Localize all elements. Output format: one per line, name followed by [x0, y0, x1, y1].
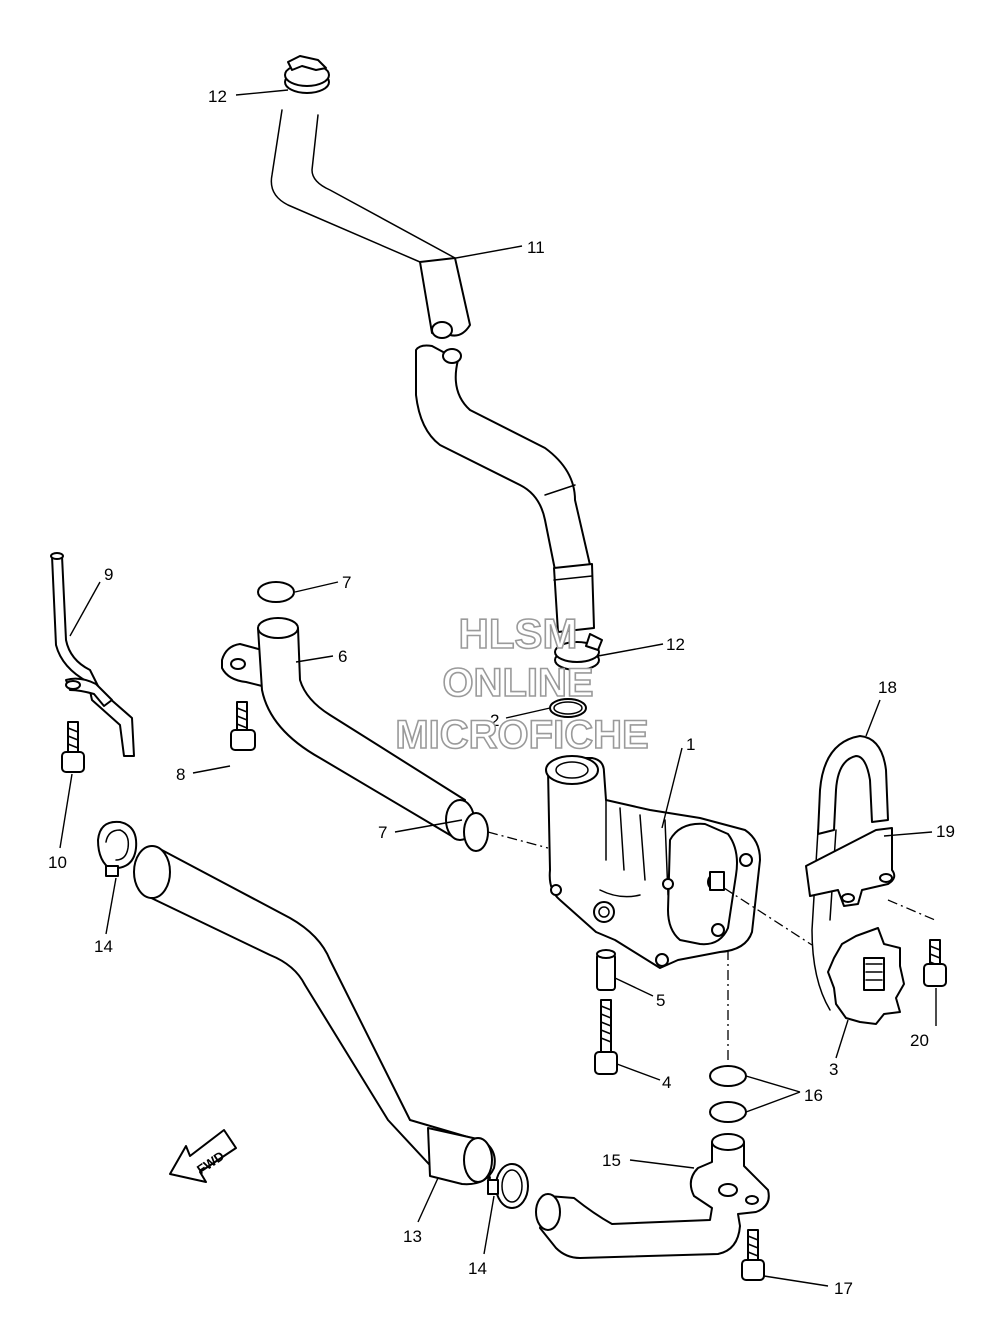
hose-clamp-14-upper	[97, 820, 138, 877]
bolt-8	[230, 701, 256, 751]
callout-1: 1	[686, 735, 695, 754]
bolt-17	[741, 1229, 765, 1281]
callout-4: 4	[662, 1073, 671, 1092]
callout-17: 17	[834, 1279, 853, 1298]
callout-12-lower: 12	[666, 635, 685, 654]
watermark: HLSM ONLINE MICROFICHE	[395, 609, 650, 758]
callout-7-lower: 7	[378, 823, 387, 842]
callout-12-top: 12	[208, 87, 227, 106]
leader-lines	[59, 89, 937, 1287]
bolt-10	[61, 721, 85, 773]
breather-pipe	[50, 552, 135, 757]
callout-13: 13	[403, 1227, 422, 1246]
callout-19: 19	[936, 822, 955, 841]
chain-guide	[805, 827, 896, 907]
callout-16: 16	[804, 1086, 823, 1105]
callout-14-lower: 14	[468, 1259, 487, 1278]
callout-15: 15	[602, 1151, 621, 1170]
callout-7-upper: 7	[342, 573, 351, 592]
callout-5: 5	[656, 991, 665, 1010]
callout-20: 20	[910, 1031, 929, 1050]
o-ring-2-inner	[553, 701, 583, 715]
o-ring-16-upper	[709, 1065, 747, 1087]
upper-oil-hose	[270, 109, 595, 633]
centerline-shaft	[723, 887, 813, 946]
bolt-20	[923, 939, 947, 987]
callout-8: 8	[176, 765, 185, 784]
o-ring-16-lower	[709, 1101, 747, 1123]
callout-18: 18	[878, 678, 897, 697]
oil-pipe-15	[535, 1133, 770, 1259]
lower-oil-hose	[133, 845, 496, 1186]
callout-2: 2	[490, 711, 499, 730]
o-ring-7-lower	[463, 812, 489, 852]
callout-9: 9	[104, 565, 113, 584]
watermark-line-3: MICROFICHE	[395, 713, 648, 757]
callout-10: 10	[48, 853, 67, 872]
centerline-20	[887, 899, 936, 921]
forward-direction-arrow: FWD	[169, 1129, 237, 1183]
hose-clamp-14-lower	[487, 1163, 529, 1209]
bolt-4	[594, 999, 618, 1075]
hose-clamp-lower	[554, 633, 603, 671]
watermark-line-1: HLSM	[459, 610, 578, 657]
drive-sprocket	[827, 927, 905, 1025]
watermark-line-2: ONLINE	[442, 661, 593, 705]
callout-14-upper: 14	[94, 937, 113, 956]
callout-labels: 12 11 9 7 6 12 2 1 8 7 10 14 18 19 20 3 …	[48, 87, 955, 1298]
callout-6: 6	[338, 647, 347, 666]
o-ring-7-upper	[257, 581, 295, 603]
dowel-pin-5	[596, 949, 616, 991]
callout-11: 11	[527, 238, 545, 257]
hose-clamp-top	[284, 55, 330, 94]
centerline-7	[487, 831, 549, 849]
callout-3: 3	[829, 1060, 838, 1079]
oil-pump-assembly	[545, 755, 761, 969]
